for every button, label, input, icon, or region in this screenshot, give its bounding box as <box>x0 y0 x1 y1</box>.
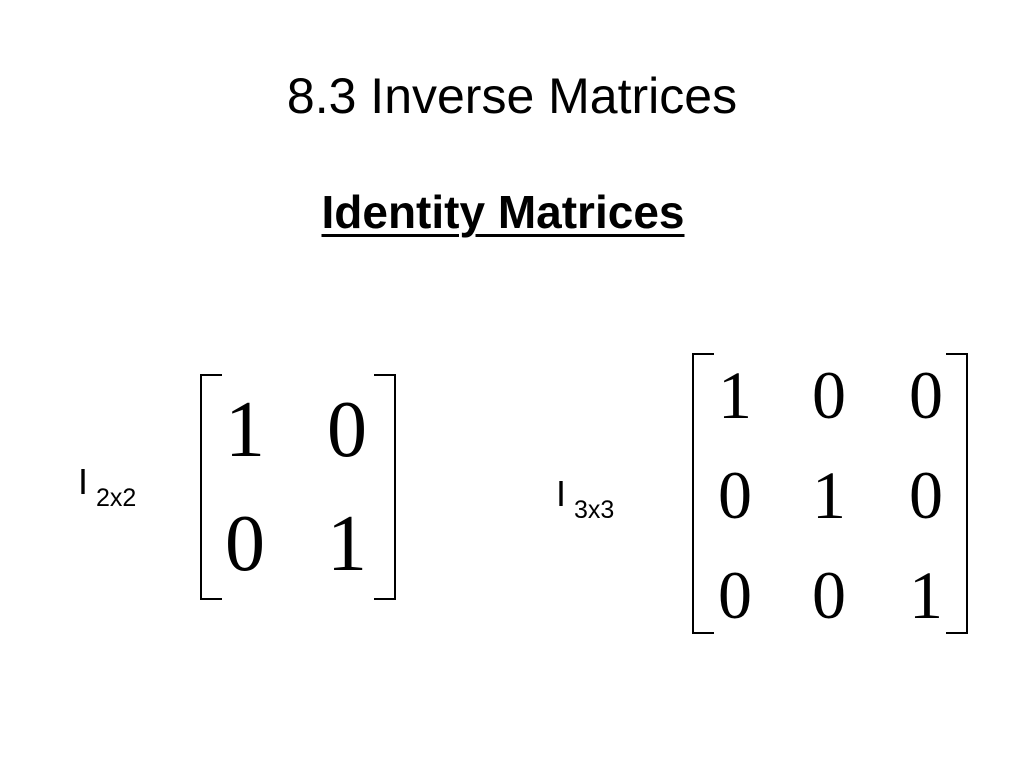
matrix-cell: 0 <box>812 557 846 633</box>
identity-symbol: I <box>556 473 567 514</box>
matrix-cell: 0 <box>909 457 943 533</box>
identity-symbol: I <box>78 461 89 502</box>
section-heading: Identity Matrices <box>321 186 685 238</box>
matrix-cell: 0 <box>225 500 265 588</box>
matrix-cell: 0 <box>327 386 367 474</box>
left-bracket <box>692 353 714 634</box>
matrix-size-subscript: 2x2 <box>96 484 137 512</box>
left-bracket <box>200 374 222 600</box>
matrix-size-subscript: 3x3 <box>574 496 615 524</box>
matrix-cell: 0 <box>909 357 943 433</box>
identity-matrix-3x3: 1 0 0 0 1 0 0 0 1 <box>692 353 968 634</box>
matrix-cell: 1 <box>909 557 943 633</box>
right-bracket <box>374 374 396 600</box>
slide-title: 8.3 Inverse Matrices <box>286 68 738 124</box>
matrix-cell: 1 <box>718 357 752 433</box>
matrix-cell: 1 <box>327 500 367 588</box>
matrix-cell: 0 <box>718 457 752 533</box>
matrix-cell: 1 <box>225 386 265 474</box>
matrix-cell: 1 <box>812 457 846 533</box>
matrix-cell: 0 <box>812 357 846 433</box>
right-bracket <box>946 353 968 634</box>
identity-matrix-2x2: 1 0 0 1 <box>200 374 396 600</box>
matrix-cell: 0 <box>718 557 752 633</box>
